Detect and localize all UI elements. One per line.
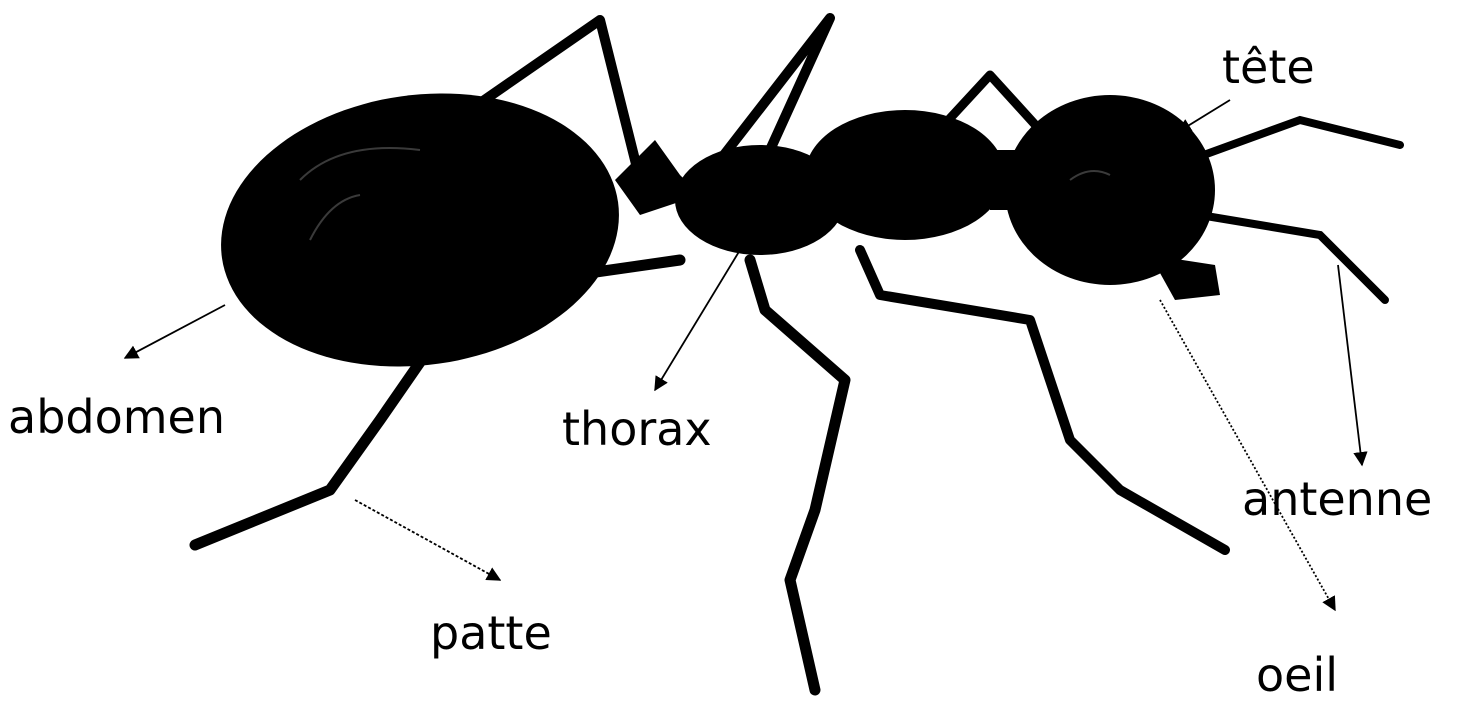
pointer-tete bbox=[1178, 100, 1230, 132]
thorax-front-shape bbox=[805, 110, 1005, 240]
label-thorax: thorax bbox=[562, 406, 712, 452]
antenna-upper bbox=[1190, 120, 1400, 160]
pointer-oeil bbox=[1160, 300, 1335, 610]
leg-middle-lower bbox=[750, 260, 845, 690]
mandible-shape bbox=[1150, 255, 1220, 300]
label-eye: oeil bbox=[1256, 652, 1338, 698]
ant-body bbox=[203, 68, 1220, 391]
label-antenna: antenne bbox=[1242, 476, 1432, 522]
label-head: tête bbox=[1222, 44, 1315, 90]
head-shape bbox=[1005, 95, 1215, 285]
abdomen-shape bbox=[203, 68, 637, 391]
label-leg: patte bbox=[430, 610, 552, 656]
leg-mid-upper bbox=[720, 18, 830, 160]
pointer-abdomen bbox=[125, 305, 225, 358]
ant-antennae bbox=[1190, 120, 1400, 300]
leg-front-lower bbox=[860, 250, 1225, 550]
pointer-patte bbox=[355, 500, 500, 580]
antenna-lower bbox=[1200, 215, 1385, 300]
pointer-antenne bbox=[1338, 265, 1362, 465]
pointer-thorax bbox=[655, 250, 740, 390]
label-abdomen: abdomen bbox=[8, 394, 225, 440]
